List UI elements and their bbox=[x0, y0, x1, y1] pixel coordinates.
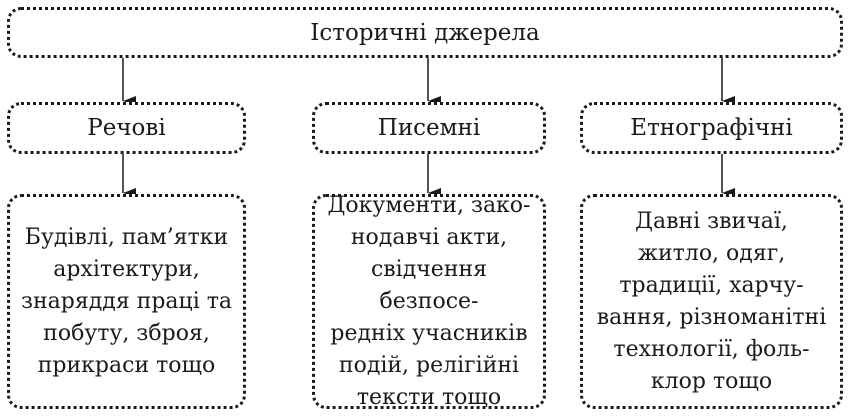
description-node-rechovi: Будівлі, пам’ятки архітектури, знаряддя … bbox=[7, 194, 246, 409]
description-text: Документи, зако- нодавчі акти, свідчення… bbox=[327, 192, 531, 410]
description-text: Давні звичаї, житло, одяг, традиції, хар… bbox=[596, 208, 827, 394]
category-node-pysemni: Писемні bbox=[312, 102, 546, 154]
category-node-etnohrafichni: Етнографічні bbox=[580, 102, 843, 154]
category-label: Писемні bbox=[377, 115, 481, 141]
category-node-rechovi: Речові bbox=[7, 102, 246, 154]
description-node-etnohrafichni: Давні звичаї, житло, одяг, традиції, хар… bbox=[580, 194, 843, 409]
root-node-label: Історичні джерела bbox=[310, 19, 540, 46]
category-label: Речові bbox=[87, 115, 166, 141]
root-node: Історичні джерела bbox=[7, 7, 843, 58]
description-node-pysemni: Документи, зако- нодавчі акти, свідчення… bbox=[312, 193, 546, 410]
category-label: Етнографічні bbox=[630, 115, 793, 141]
description-text: Будівлі, пам’ятки архітектури, знаряддя … bbox=[20, 224, 233, 378]
